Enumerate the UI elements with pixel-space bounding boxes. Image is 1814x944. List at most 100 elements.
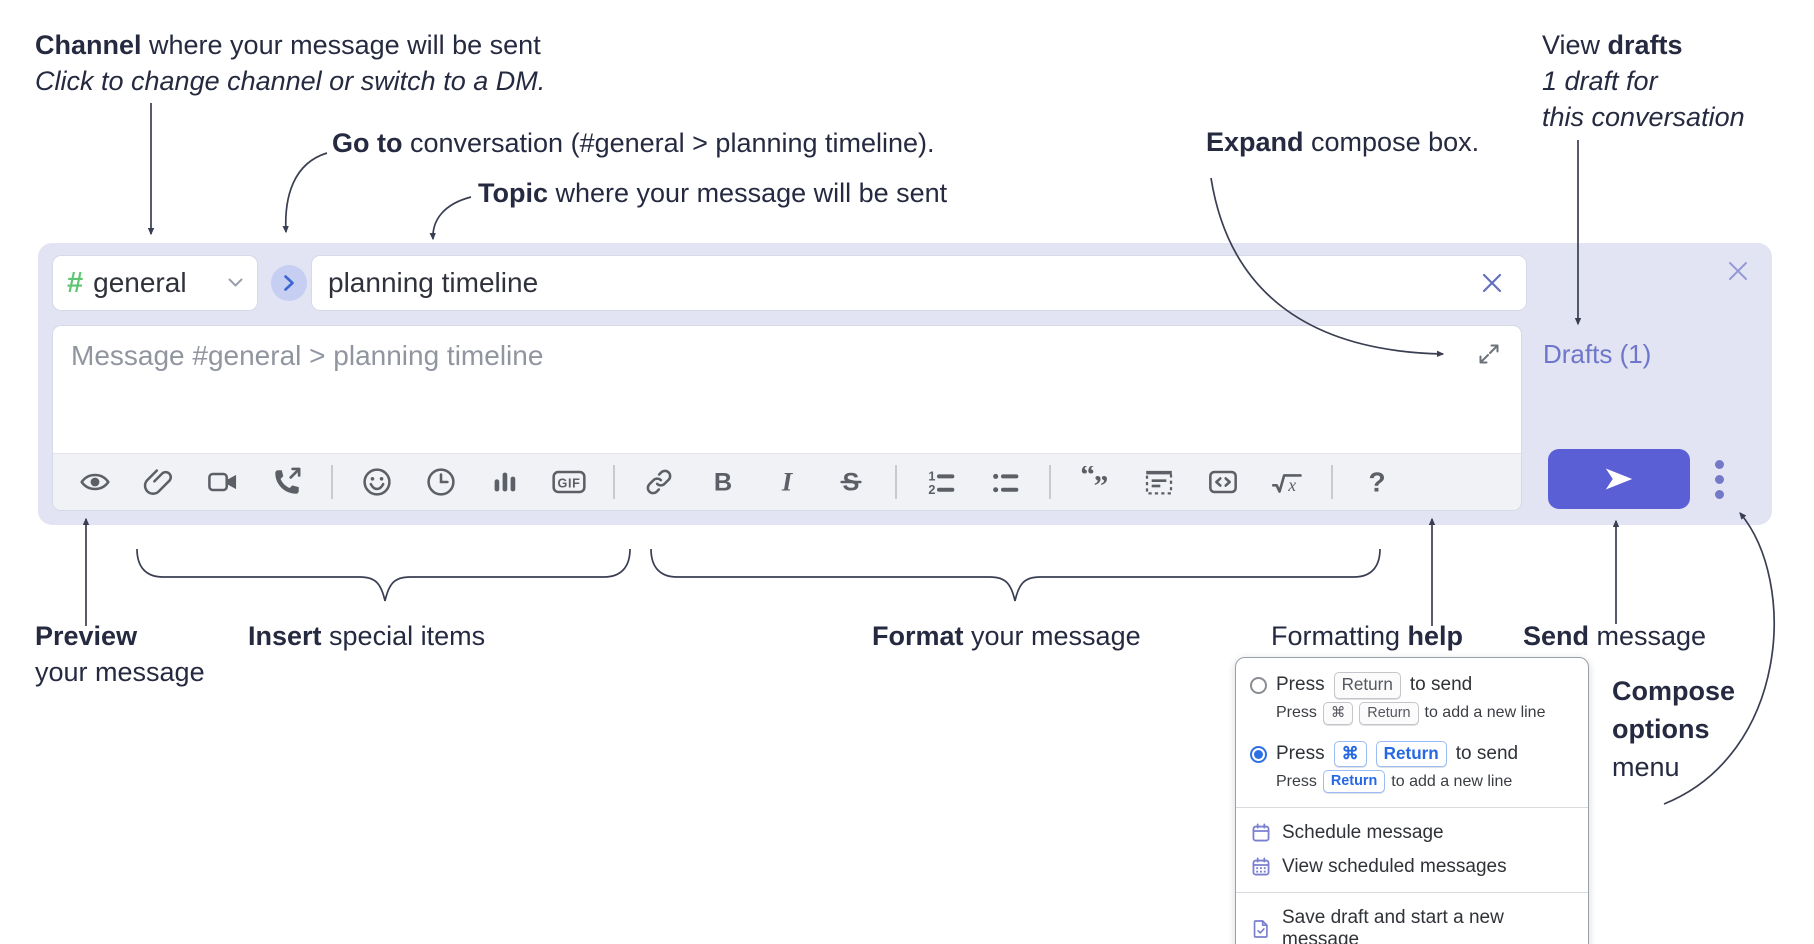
view-drafts-line2: 1 draft for: [1542, 66, 1658, 96]
svg-text:GIF: GIF: [557, 476, 580, 490]
dot-icon: [1714, 474, 1724, 484]
code-button[interactable]: [1191, 459, 1255, 505]
emoji-button[interactable]: [345, 459, 409, 505]
strikethrough-icon: S: [840, 469, 862, 497]
svg-text:2: 2: [928, 483, 935, 497]
link-button[interactable]: [627, 459, 691, 505]
compose-options-menu-button[interactable]: [1706, 455, 1732, 503]
toolbar-divider: [1049, 465, 1051, 499]
menu-item-label: Schedule message: [1282, 822, 1444, 844]
svg-text:”: ”: [1094, 470, 1109, 498]
spoiler-icon: [1145, 470, 1173, 495]
bold-button[interactable]: B: [691, 459, 755, 505]
menu-option-return-to-send[interactable]: Press Return to send: [1236, 668, 1588, 699]
svg-text:B: B: [714, 469, 732, 497]
arrow-topic: [429, 196, 472, 241]
channel-name: general: [93, 267, 187, 298]
goto-annotation-rest: conversation (#general > planning timeli…: [402, 128, 935, 158]
menu-option-cmd-return-to-send[interactable]: Press ⌘ Return to send: [1236, 737, 1588, 768]
strikethrough-button[interactable]: S: [819, 459, 883, 505]
goto-annotation: Go to conversation (#general > planning …: [332, 125, 935, 161]
italic-button[interactable]: I: [755, 459, 819, 505]
compose-options-line1: Compose: [1612, 676, 1736, 706]
format-annotation: Format your message: [872, 618, 1141, 654]
expand-annotation-bold: Expand: [1206, 127, 1304, 157]
option-text: to send: [1409, 674, 1473, 696]
menu-item-label: View scheduled messages: [1282, 856, 1507, 878]
channel-annotation: Channel where your message will be sent …: [35, 27, 545, 99]
option-subtext: Press: [1276, 704, 1317, 722]
math-button[interactable]: x: [1255, 459, 1319, 505]
schedule-time-button[interactable]: [409, 459, 473, 505]
close-icon: [1729, 262, 1747, 280]
video-camera-icon: [208, 472, 237, 492]
bulleted-list-button[interactable]: [973, 459, 1037, 505]
bold-icon: B: [714, 469, 732, 497]
menu-item-label: Save draft and start a new message: [1282, 907, 1504, 944]
expand-compose-icon[interactable]: [1477, 342, 1501, 366]
radio-selected-icon[interactable]: [1250, 745, 1267, 763]
calendar-grid-icon: [1252, 857, 1270, 876]
menu-option-return-subtext: Press ⌘ Return to add a new line: [1236, 699, 1588, 731]
radio-unselected-icon[interactable]: [1250, 676, 1267, 694]
menu-item-view-scheduled[interactable]: View scheduled messages: [1236, 850, 1588, 884]
brace-insert-group: [136, 548, 631, 602]
svg-text:“: “: [1080, 466, 1095, 492]
goto-annotation-bold: Go to: [332, 128, 403, 158]
paperclip-icon: [143, 469, 173, 495]
menu-divider: [1236, 892, 1588, 894]
arrow-goto: [282, 152, 328, 234]
close-icon: [1482, 273, 1502, 293]
key-cmd: ⌘: [1322, 701, 1354, 725]
send-button[interactable]: [1548, 449, 1690, 509]
message-input[interactable]: [53, 326, 1521, 453]
svg-text:?: ?: [1368, 466, 1385, 497]
goto-conversation-button[interactable]: [271, 265, 307, 301]
numbered-list-icon: 1 2: [928, 470, 955, 497]
compose-options-line2: options: [1612, 714, 1710, 744]
topic-annotation: Topic where your message will be sent: [478, 175, 947, 211]
audio-call-button[interactable]: [255, 459, 319, 505]
insert-annotation-bold: Insert: [248, 621, 322, 651]
drafts-link[interactable]: Drafts (1): [1543, 339, 1652, 369]
svg-text:I: I: [781, 467, 794, 497]
channel-annotation-line2: Click to change channel or switch to a D…: [35, 66, 546, 96]
view-drafts-line3: this conversation: [1542, 102, 1745, 132]
gif-button[interactable]: GIF: [537, 459, 601, 505]
video-call-button[interactable]: [191, 459, 255, 505]
topic-annotation-rest: where your message will be sent: [548, 178, 948, 208]
quote-button[interactable]: “ ”: [1063, 459, 1127, 505]
attach-file-button[interactable]: [127, 459, 191, 505]
option-subtext: Press: [1276, 772, 1317, 790]
toolbar-divider: [895, 465, 897, 499]
smiley-icon: [363, 468, 391, 496]
code-icon: [1209, 470, 1237, 494]
topic-input[interactable]: [311, 255, 1527, 311]
send-icon: [1605, 468, 1633, 490]
bulleted-list-icon: [993, 473, 1019, 493]
key-cmd: ⌘: [1333, 740, 1367, 768]
spoiler-button[interactable]: [1127, 459, 1191, 505]
toolbar-divider: [1331, 465, 1333, 499]
phone-call-icon: [275, 467, 301, 494]
poll-button[interactable]: [473, 459, 537, 505]
option-text: Press: [1276, 743, 1325, 765]
menu-item-schedule-message[interactable]: Schedule message: [1236, 816, 1588, 850]
chevron-down-icon: [228, 278, 243, 288]
close-compose-button[interactable]: [1724, 257, 1752, 285]
menu-divider: [1236, 807, 1588, 809]
channel-hash-icon: #: [67, 266, 84, 299]
numbered-list-button[interactable]: 1 2: [909, 459, 973, 505]
compose-box: # general Drafts (1): [38, 243, 1772, 525]
formatting-help-button[interactable]: ?: [1345, 459, 1409, 505]
gif-icon: GIF: [552, 470, 586, 494]
topic-clear-button[interactable]: [1478, 269, 1506, 297]
italic-icon: I: [781, 467, 794, 497]
channel-selector[interactable]: # general: [52, 255, 258, 311]
clock-icon: [427, 468, 455, 496]
preview-annotation-line2: your message: [35, 657, 205, 687]
toolbar-divider: [331, 465, 333, 499]
preview-button[interactable]: [63, 459, 127, 505]
menu-item-save-draft[interactable]: Save draft and start a new message: [1236, 901, 1588, 944]
